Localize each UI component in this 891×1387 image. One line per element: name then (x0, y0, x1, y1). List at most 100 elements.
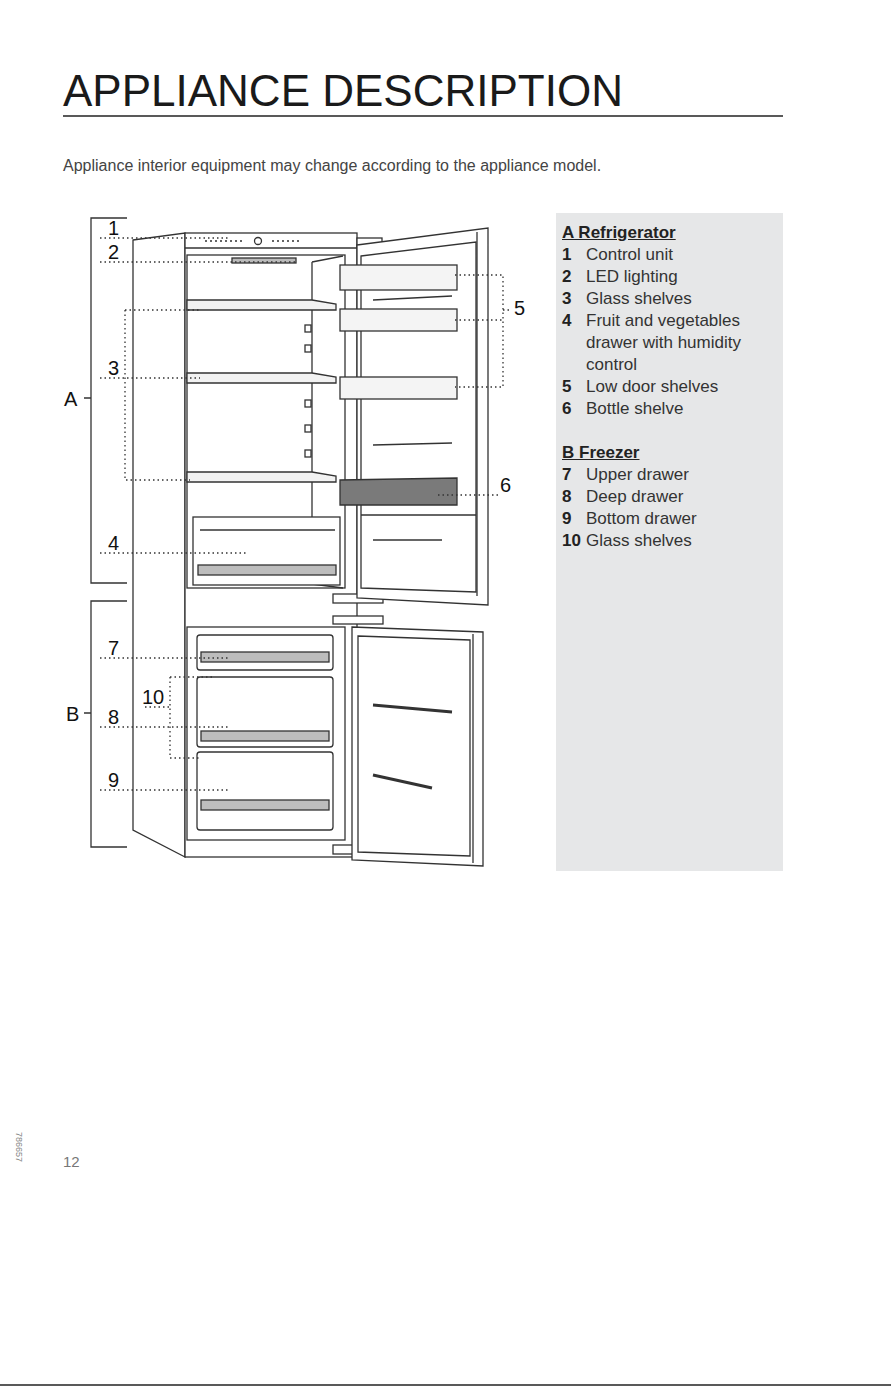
door-bar (373, 443, 452, 445)
drawer-handle (201, 800, 329, 810)
freezer-door (352, 627, 483, 866)
title-rule (63, 115, 783, 117)
key-text: Bottle shelve (586, 398, 777, 420)
control-dots (272, 240, 300, 241)
control-knob (255, 238, 262, 245)
key-row: 8 Deep drawer (562, 486, 777, 508)
fridge-door-inner (361, 242, 476, 592)
door-bar (373, 296, 452, 300)
section-brackets (84, 218, 127, 847)
key-row: 3 Glass shelves (562, 288, 777, 310)
key-text: Upper drawer (586, 464, 777, 486)
door-bar (373, 705, 452, 712)
key-text: Glass shelves (586, 530, 777, 552)
key-row: 6Bottle shelve (562, 398, 777, 420)
rail (305, 450, 311, 457)
intro-note: Appliance interior equipment may change … (63, 156, 601, 175)
cabinet (133, 228, 488, 866)
leader (100, 310, 200, 480)
page-title: APPLIANCE DESCRIPTION (63, 68, 623, 114)
key-row: 7 Upper drawer (562, 464, 777, 486)
callout-number: 1 (108, 216, 119, 240)
control-strip (185, 247, 357, 248)
key-text: Glass shelves (586, 288, 777, 310)
freezer-door-inner (358, 636, 470, 856)
fridge-compartment (187, 255, 345, 588)
led-light (232, 258, 296, 263)
crisper-handle (198, 565, 336, 575)
crisper-drawer (193, 517, 340, 585)
key-text: Fruit and vegetables drawer with humidit… (586, 310, 777, 376)
cabinet-front (185, 233, 357, 857)
leader (100, 261, 296, 262)
drawer-handle (201, 731, 329, 741)
callout-number: 3 (108, 356, 119, 380)
key-row: 2LED lighting (562, 266, 777, 288)
rail (305, 345, 311, 352)
cabinet-side (133, 233, 185, 857)
key-text: Deep drawer (586, 486, 777, 508)
section-heading: A Refrigerator (562, 222, 777, 244)
key-text: Low door shelves (586, 376, 777, 398)
key-text: Bottom drawer (586, 508, 777, 530)
glass-shelf (187, 300, 336, 310)
crisper-edge (200, 529, 335, 530)
freezer-compartment (187, 627, 345, 840)
callout-number: 7 (108, 636, 119, 660)
key-panel: A Refrigerator1 Control unit2LED lighting… (556, 213, 783, 871)
bracket-a (84, 218, 127, 583)
key-text: Control unit (586, 244, 777, 266)
section-letter: B (66, 702, 79, 726)
door-shelf (340, 377, 457, 399)
callout-number: 4 (108, 531, 119, 555)
document-code: 786657 (13, 1132, 24, 1162)
leader (100, 237, 230, 238)
door-bin (361, 514, 476, 515)
key-number: 5 (562, 376, 571, 398)
key-number: 4 (562, 310, 571, 332)
bottle-shelf (340, 478, 457, 505)
door-bar (373, 539, 442, 540)
leader (100, 552, 248, 553)
rail (305, 425, 311, 432)
deep-drawer (197, 677, 333, 747)
key-number: 7 (562, 464, 571, 486)
callout-number: 8 (108, 705, 119, 729)
door-edge (476, 232, 477, 596)
rail (305, 325, 311, 332)
shelf-rails (305, 325, 311, 457)
bottom-rule (0, 1384, 891, 1386)
hinge (333, 616, 383, 624)
key-number: 10 (562, 530, 581, 552)
key-row: 10Glass shelves (562, 530, 777, 552)
section-heading: B Freezer (562, 442, 777, 464)
leader (100, 726, 230, 727)
upper-drawer (197, 635, 333, 670)
callout-number: 5 (514, 296, 525, 320)
glass-shelves (187, 300, 336, 482)
rail (305, 400, 311, 407)
section-letter: A (64, 387, 77, 411)
key-number: 9 (562, 508, 571, 530)
key-number: 3 (562, 288, 571, 310)
leader (100, 657, 230, 658)
key-row: 9 Bottom drawer (562, 508, 777, 530)
callout-number: 2 (108, 240, 119, 264)
glass-shelf (187, 472, 336, 482)
control-unit (205, 238, 300, 245)
bracket-b (84, 601, 127, 847)
key-row: 1 Control unit (562, 244, 777, 266)
key-row: 4 Fruit and vegetables drawer with humidi… (562, 310, 777, 376)
page-number: 12 (63, 1153, 80, 1171)
leader (438, 494, 498, 495)
leader (455, 275, 510, 387)
control-dots (205, 240, 245, 241)
drawer-handle (201, 652, 329, 662)
key-row: 5 Low door shelves (562, 376, 777, 398)
key-number: 2 (562, 266, 571, 288)
key-number: 8 (562, 486, 571, 508)
key-number: 1 (562, 244, 571, 266)
door-bar (373, 775, 432, 788)
callout-number: 9 (108, 768, 119, 792)
callout-number: 10 (142, 685, 164, 709)
